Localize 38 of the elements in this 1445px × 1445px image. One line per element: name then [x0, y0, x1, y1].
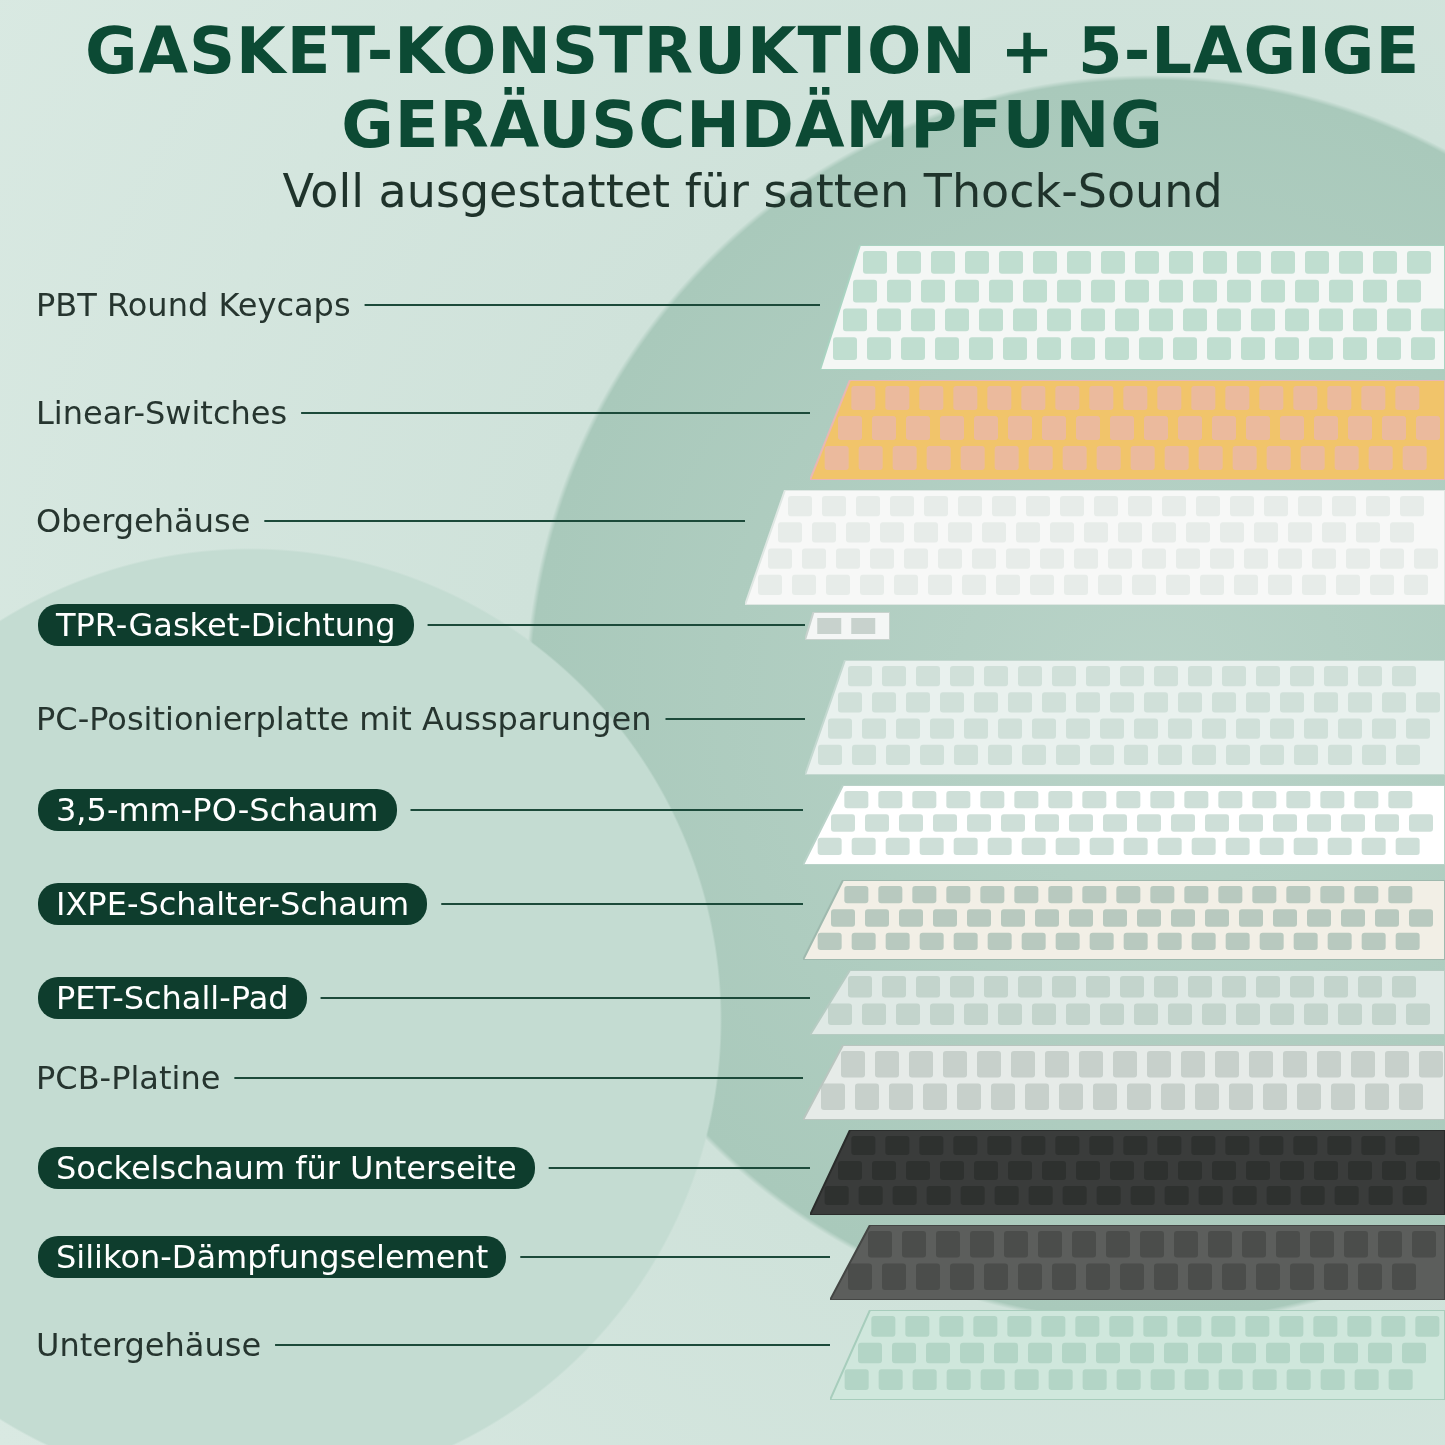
top-case-drawing	[745, 490, 1445, 605]
part-label: PBT Round Keycaps	[36, 284, 351, 326]
part-label: PC-Positionierplatte mit Aussparungen	[36, 698, 652, 740]
highlighted-part-label: TPR-Gasket-Dichtung	[38, 604, 414, 646]
leader-line	[300, 412, 811, 414]
highlighted-part-label: IXPE-Schalter-Schaum	[38, 883, 428, 925]
gasket-drawing	[805, 612, 890, 640]
highlighted-part-label: PET-Schall-Pad	[38, 977, 307, 1019]
part-label: PCB-Platine	[36, 1057, 221, 1099]
leader-line	[409, 809, 804, 811]
plate-drawing	[805, 660, 1445, 775]
leader-line	[233, 1077, 804, 1079]
leader-line	[319, 997, 811, 999]
keycaps-drawing	[820, 245, 1445, 370]
subtitle: Voll ausgestattet für satten Thock-Sound	[281, 164, 1224, 218]
leader-line	[363, 304, 821, 306]
damper-drawing	[830, 1225, 1445, 1300]
leader-line	[440, 903, 804, 905]
highlighted-part-label: Silikon-Dämpfungselement	[38, 1236, 507, 1278]
highlighted-part-label: 3,5-mm-PO-Schaum	[38, 789, 397, 831]
title: GASKET-KONSTRUKTION + 5-LAGIGE GERÄUSCHDÄMPFUNG	[83, 14, 1422, 162]
part-label: Untergehäuse	[36, 1324, 262, 1366]
sound-pad-drawing	[810, 970, 1445, 1035]
circuit-board-drawing	[803, 1045, 1445, 1120]
leader-line	[426, 624, 806, 626]
part-label: Obergehäuse	[36, 500, 251, 542]
bottom-case-drawing	[830, 1310, 1445, 1400]
part-label: Linear-Switches	[36, 392, 288, 434]
switches-drawing	[810, 380, 1445, 480]
leader-line	[263, 520, 746, 522]
leader-line	[274, 1344, 831, 1346]
leader-line	[519, 1256, 831, 1258]
foam-layer-drawing	[803, 880, 1445, 960]
leader-line	[547, 1167, 811, 1169]
foam-layer-drawing	[810, 1130, 1445, 1215]
foam-layer-drawing	[803, 785, 1445, 865]
highlighted-part-label: Sockelschaum für Unterseite	[38, 1147, 535, 1189]
leader-line	[664, 718, 806, 720]
